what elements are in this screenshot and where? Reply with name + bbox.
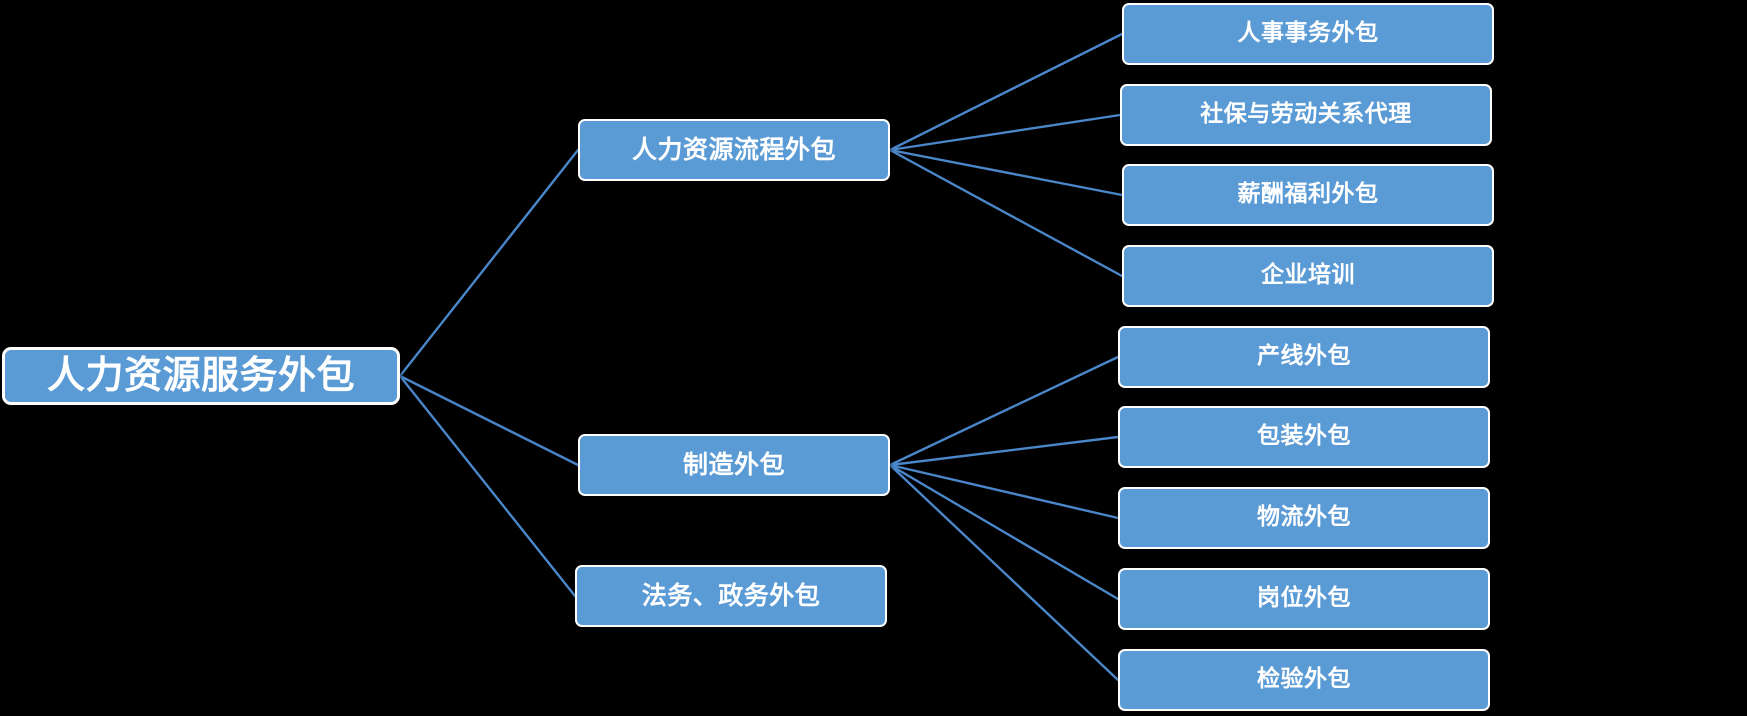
leaf-node-社保与劳动关系代理[interactable]: 社保与劳动关系代理 [1120, 84, 1492, 146]
connector-root-to-branch-0 [398, 148, 580, 378]
leaf-node-物流外包[interactable]: 物流外包 [1118, 487, 1490, 549]
branch-node-人力资源流程外包[interactable]: 人力资源流程外包 [578, 119, 890, 181]
connector-branch-1-to-leaf-4 [888, 463, 1120, 682]
leaf-node-人事事务外包[interactable]: 人事事务外包 [1122, 3, 1494, 65]
leaf-node-薪酬福利外包[interactable]: 薪酬福利外包 [1122, 164, 1494, 226]
connector-branch-1-to-leaf-2 [888, 463, 1120, 520]
branch-node-法务-政务外包[interactable]: 法务、政务外包 [575, 565, 887, 627]
connector-root-to-branch-1 [398, 374, 580, 467]
branch-node-制造外包[interactable]: 制造外包 [578, 434, 890, 496]
connector-branch-1-to-leaf-0 [888, 355, 1120, 467]
leaf-node-包装外包[interactable]: 包装外包 [1118, 406, 1490, 468]
connector-branch-0-to-leaf-0 [888, 32, 1124, 152]
connector-branch-1-to-leaf-3 [888, 463, 1120, 601]
connector-branch-0-to-leaf-1 [888, 113, 1122, 152]
leaf-node-检验外包[interactable]: 检验外包 [1118, 649, 1490, 711]
connector-branch-0-to-leaf-2 [888, 148, 1124, 197]
connector-branch-0-to-leaf-3 [888, 148, 1124, 278]
connector-branch-1-to-leaf-1 [888, 435, 1120, 467]
leaf-node-企业培训[interactable]: 企业培训 [1122, 245, 1494, 307]
leaf-node-岗位外包[interactable]: 岗位外包 [1118, 568, 1490, 630]
connector-root-to-branch-2 [398, 374, 577, 598]
leaf-node-产线外包[interactable]: 产线外包 [1118, 326, 1490, 388]
root-node-人力资源服务外包[interactable]: 人力资源服务外包 [2, 347, 400, 405]
